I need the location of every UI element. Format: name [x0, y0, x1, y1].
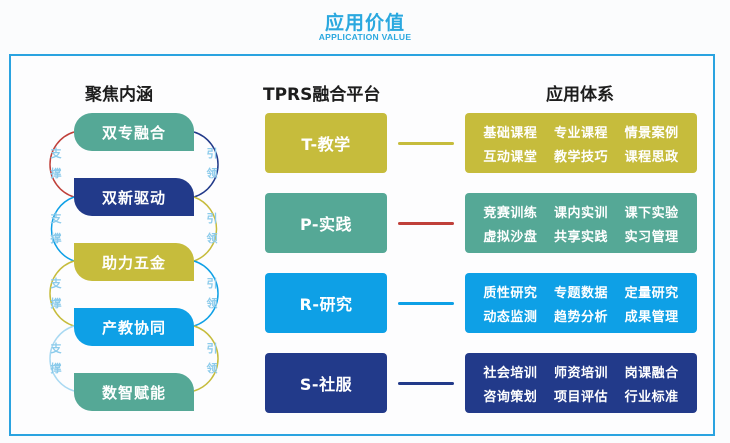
lead-label-1: 引领	[206, 147, 218, 180]
system-item: 课程思政	[624, 149, 679, 165]
system-item: 社会培训	[483, 365, 538, 381]
platform-practice: P-实践	[265, 193, 387, 253]
connector-line-service	[398, 382, 454, 385]
page-title: 应用价值	[324, 12, 405, 34]
page-subtitle: APPLICATION VALUE	[318, 32, 412, 42]
system-item: 项目评估	[553, 389, 608, 405]
system-item: 成果管理	[624, 309, 679, 325]
system-item: 课下实验	[624, 205, 679, 221]
left-arc-4	[49, 325, 75, 392]
system-item: 情景案例	[624, 125, 679, 141]
system-group-service: 社会培训 师资培训 岗课融合 咨询策划 项目评估 行业标准	[465, 353, 697, 413]
platform-service: S-社服	[265, 353, 387, 413]
lead-label-4: 引领	[206, 342, 218, 375]
left-arc-1	[49, 131, 75, 198]
system-heading: 应用体系	[546, 85, 614, 105]
lead-label-2: 引领	[206, 212, 218, 245]
system-group-practice: 竞赛训练 课内实训 课下实验 虚拟沙盘 共享实践 实习管理	[465, 193, 697, 253]
lead-label-3: 引领	[206, 277, 218, 310]
connector-line-practice	[398, 222, 454, 225]
right-arc-4	[193, 325, 219, 392]
connotation-item-5: 数智赋能	[74, 373, 194, 411]
left-arc-2	[50, 196, 75, 262]
right-arc-3	[193, 260, 219, 327]
platform-heading: TPRS融合平台	[263, 85, 381, 105]
system-item: 基础课程	[483, 125, 538, 141]
connotation-item-3: 助力五金	[74, 243, 194, 281]
system-item: 专业课程	[553, 125, 608, 141]
system-item: 课内实训	[553, 205, 608, 221]
system-item: 行业标准	[624, 389, 679, 405]
system-item: 共享实践	[553, 229, 608, 245]
support-label-1: 支撑	[50, 147, 62, 180]
system-group-research: 质性研究 专题数据 定量研究 动态监测 趋势分析 成果管理	[465, 273, 697, 333]
connotation-item-1: 双专融合	[74, 113, 194, 151]
system-item: 定量研究	[624, 285, 679, 301]
connotation-heading: 聚焦内涵	[85, 85, 153, 105]
connotation-item-2: 双新驱动	[74, 178, 194, 216]
system-item: 动态监测	[483, 309, 538, 325]
system-item: 岗课融合	[624, 365, 679, 381]
right-arc-1	[193, 131, 219, 198]
left-arc-3	[49, 260, 75, 327]
support-label-4: 支撑	[50, 342, 62, 375]
system-group-teaching: 基础课程 专业课程 情景案例 互动课堂 教学技巧 课程思政	[465, 113, 697, 173]
system-item: 师资培训	[553, 365, 608, 381]
system-item: 竞赛训练	[483, 205, 538, 221]
support-label-2: 支撑	[50, 212, 62, 245]
connector-line-teaching	[398, 142, 454, 145]
platform-research: R-研究	[265, 273, 387, 333]
right-arc-2	[193, 196, 218, 262]
system-item: 虚拟沙盘	[483, 229, 538, 245]
system-item: 专题数据	[553, 285, 608, 301]
system-item: 实习管理	[624, 229, 679, 245]
connector-line-research	[398, 302, 454, 305]
system-item: 互动课堂	[483, 149, 538, 165]
system-item: 教学技巧	[553, 149, 608, 165]
system-item: 趋势分析	[553, 309, 608, 325]
system-item: 质性研究	[483, 285, 538, 301]
support-label-3: 支撑	[50, 277, 62, 310]
connotation-item-4: 产教协同	[74, 308, 194, 346]
platform-teaching: T-教学	[265, 113, 387, 173]
system-item: 咨询策划	[483, 389, 538, 405]
